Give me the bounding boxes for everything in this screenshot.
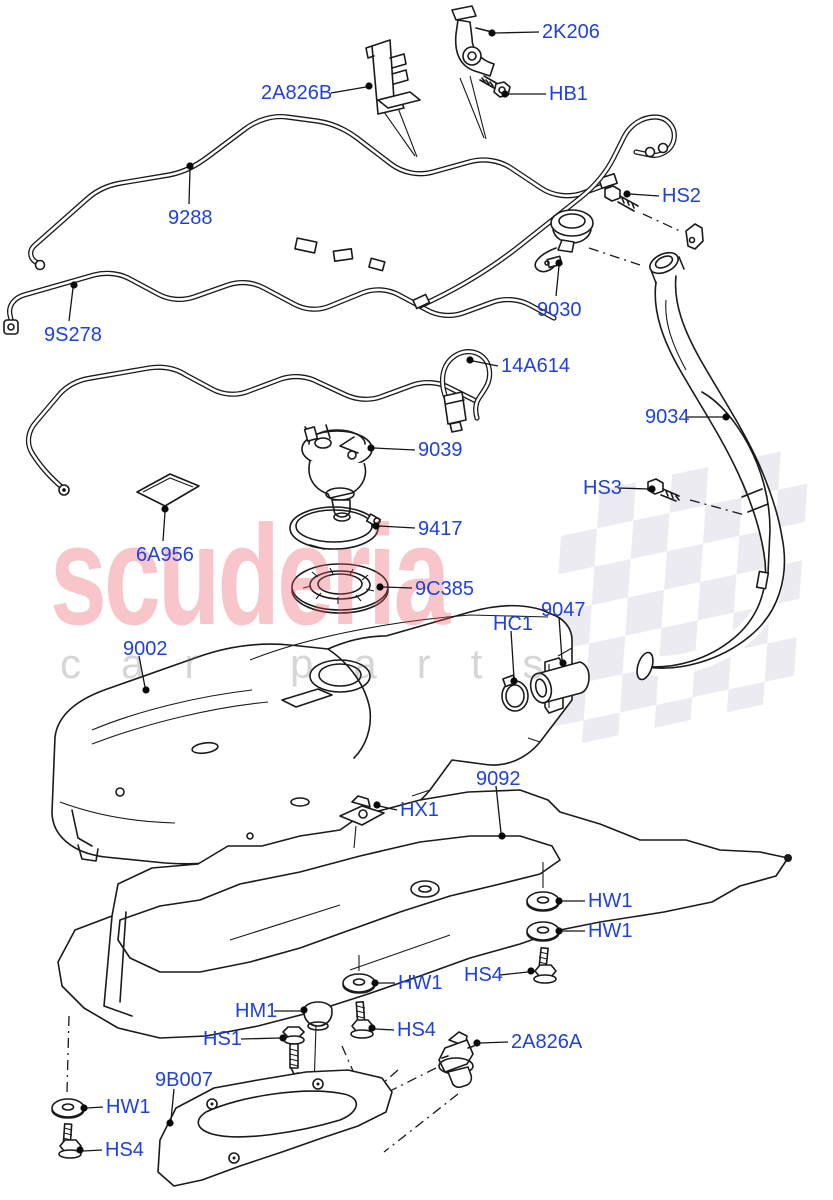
clip-hx1 bbox=[339, 795, 385, 826]
part-label-hw1-21[interactable]: HW1 bbox=[398, 972, 443, 994]
part-label-6a956-11[interactable]: 6A956 bbox=[136, 544, 194, 566]
watermark-brand: scuderia bbox=[50, 496, 450, 655]
seal-9c385 bbox=[291, 563, 389, 614]
part-label-9092-17[interactable]: 9092 bbox=[476, 768, 521, 790]
part-label-hs4-29[interactable]: HS4 bbox=[105, 1139, 144, 1161]
fuel-line-9s278 bbox=[3, 273, 554, 335]
part-label-9034-8[interactable]: 9034 bbox=[645, 406, 690, 428]
part-label-hm1-24[interactable]: HM1 bbox=[235, 1000, 278, 1022]
part-label-9288-3[interactable]: 9288 bbox=[168, 207, 213, 229]
part-label-2a826b-1[interactable]: 2A826B bbox=[261, 82, 333, 104]
valve-2a826a bbox=[341, 1031, 475, 1153]
fuel-hose-center bbox=[294, 117, 674, 310]
part-label-hs1-25[interactable]: HS1 bbox=[203, 1028, 242, 1050]
washers-hw1 bbox=[51, 891, 560, 1119]
part-label-hs4-22[interactable]: HS4 bbox=[464, 964, 503, 986]
filler-pipe-9034 bbox=[636, 223, 786, 681]
part-label-hw1-20[interactable]: HW1 bbox=[588, 920, 633, 942]
part-label-9039-9[interactable]: 9039 bbox=[418, 439, 463, 461]
part-label-14a614-7[interactable]: 14A614 bbox=[501, 355, 570, 377]
part-label-9c385-13[interactable]: 9C385 bbox=[415, 578, 474, 600]
nut-hm1 bbox=[303, 1001, 333, 1031]
bracket-2k206 bbox=[451, 5, 495, 77]
part-label-hs4-23[interactable]: HS4 bbox=[397, 1019, 436, 1041]
part-label-hs2-4[interactable]: HS2 bbox=[662, 185, 701, 207]
hose-9047 bbox=[529, 661, 590, 704]
part-label-2k206-0[interactable]: 2K206 bbox=[542, 21, 600, 43]
pad-6a956 bbox=[136, 473, 200, 507]
part-label-hs3-10[interactable]: HS3 bbox=[583, 477, 622, 499]
part-label-9047-15[interactable]: 9047 bbox=[541, 599, 586, 621]
bracket-2a826b bbox=[365, 39, 421, 115]
part-label-hb1-2[interactable]: HB1 bbox=[549, 83, 588, 105]
heat-shield-9092 bbox=[57, 789, 792, 1089]
part-label-hw1-19[interactable]: HW1 bbox=[588, 890, 633, 912]
skid-plate-9b007 bbox=[157, 1069, 393, 1187]
fuel-line-9289 bbox=[29, 367, 474, 496]
part-label-hc1-14[interactable]: HC1 bbox=[493, 613, 534, 635]
part-label-9b007-27[interactable]: 9B007 bbox=[155, 1069, 213, 1091]
fuel-cap-9030 bbox=[534, 209, 594, 273]
part-label-9417-12[interactable]: 9417 bbox=[418, 518, 463, 540]
hose-14a614 bbox=[439, 349, 493, 433]
part-label-2a826a-26[interactable]: 2A826A bbox=[511, 1031, 583, 1053]
part-label-9s278-6[interactable]: 9S278 bbox=[44, 324, 102, 346]
part-label-hw1-28[interactable]: HW1 bbox=[106, 1096, 151, 1118]
part-label-hx1-18[interactable]: HX1 bbox=[400, 799, 439, 821]
bolt-hs2 bbox=[588, 185, 683, 266]
part-label-9030-5[interactable]: 9030 bbox=[537, 299, 582, 321]
part-label-9002-16[interactable]: 9002 bbox=[123, 638, 168, 660]
